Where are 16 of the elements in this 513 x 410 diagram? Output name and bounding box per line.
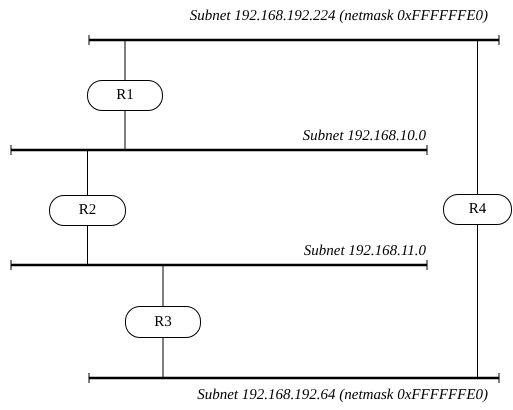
- connector-line: [124, 110, 126, 150]
- router-box: R1: [87, 80, 163, 111]
- router-box: R3: [125, 306, 201, 338]
- connector-line: [477, 40, 478, 194]
- connector-line: [162, 338, 164, 378]
- subnet-label: Subnet 192.168.192.224 (netmask 0xFFFFFFE0): [190, 8, 488, 24]
- subnet-label: Subnet 192.168.10.0: [302, 128, 426, 144]
- connector-line: [87, 226, 88, 266]
- router-box: R2: [49, 195, 126, 226]
- connector-line: [162, 264, 164, 306]
- connector-line: [87, 150, 88, 196]
- router-box: R4: [443, 194, 512, 225]
- connector-line: [124, 40, 126, 80]
- subnet-label: Subnet 192.168.11.0: [304, 243, 426, 259]
- connector-line: [477, 224, 478, 378]
- subnet-label: Subnet 192.168.192.64 (netmask 0xFFFFFFE0): [197, 387, 488, 403]
